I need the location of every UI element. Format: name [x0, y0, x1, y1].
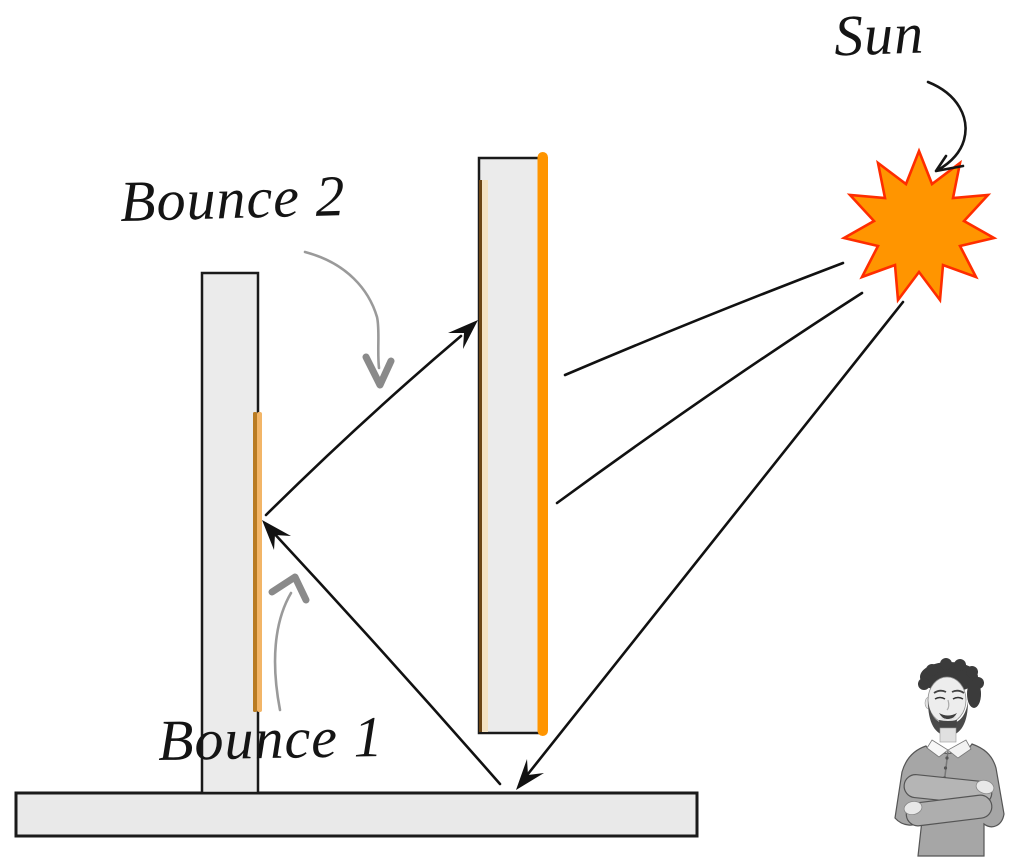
bounce-ray-1	[269, 528, 502, 786]
arrowhead-ground	[516, 759, 544, 790]
sun-ray-3	[522, 300, 905, 781]
middle-panel-left-stripe-light	[482, 180, 488, 732]
man-hand-right	[975, 779, 995, 795]
ground-slab	[14, 791, 699, 838]
man-collar-left	[926, 739, 949, 758]
man-arm-lower	[905, 794, 993, 827]
man-smile	[940, 716, 957, 721]
man-collar-right	[947, 739, 972, 759]
sun-arrow-tail	[926, 80, 967, 172]
bounce-2-label: Bounce 2	[119, 163, 347, 234]
bounce2-arrow-tail	[303, 250, 381, 370]
man-button	[943, 766, 948, 770]
man-hand-left	[903, 800, 923, 816]
middle-panel	[477, 156, 543, 735]
middle-panel-highlight	[537, 152, 548, 736]
left-panel-highlight-light	[257, 412, 262, 712]
sun-burst-icon	[840, 147, 998, 304]
bounce-1-label: Bounce 1	[157, 704, 384, 773]
sun-ray-1	[563, 261, 845, 377]
man-eyebrows	[933, 689, 965, 694]
arrowhead-left-panel	[262, 520, 291, 550]
bounce1-arrow-tail	[273, 591, 293, 712]
man-button	[945, 756, 949, 760]
man-illustration	[894, 658, 1005, 857]
middle-panel-left-stripe-dark	[479, 180, 482, 732]
man-neck	[939, 727, 957, 743]
sun-rays	[516, 261, 905, 790]
bounce-ray-2	[264, 334, 463, 517]
man-nose	[946, 699, 950, 711]
bounce1-annotation-arrow	[268, 573, 310, 712]
bounce-rays	[262, 320, 502, 786]
sun-annotation-arrow	[926, 80, 967, 173]
sun-arrow-head	[934, 154, 965, 173]
sun-label: Sun	[832, 0, 926, 69]
bounce2-arrow-head	[362, 353, 395, 389]
bounce2-annotation-arrow	[303, 250, 395, 389]
left-panel-highlight-dark	[253, 412, 257, 712]
arrowhead-middle-panel	[448, 320, 478, 349]
man-mustache	[939, 713, 957, 720]
man-eyes	[934, 696, 964, 700]
bounce1-arrow-head	[268, 573, 310, 604]
sun-ray-2	[555, 291, 864, 505]
left-panel	[200, 271, 260, 795]
man-beard	[928, 701, 968, 736]
